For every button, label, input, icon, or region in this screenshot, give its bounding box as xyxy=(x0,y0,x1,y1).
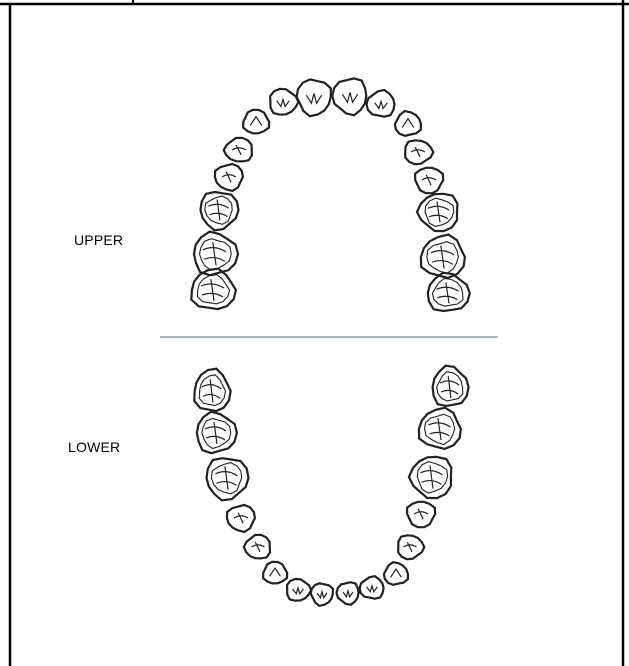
tooth-inner-ring xyxy=(417,462,447,493)
tooth-outline xyxy=(207,458,249,500)
lower-arch-label: LOWER xyxy=(68,439,120,455)
tooth-outline xyxy=(384,562,408,585)
upper-tooth-9-incisor xyxy=(332,78,366,115)
tooth-occlusal-detail xyxy=(209,200,229,221)
lower-tooth-6-canine xyxy=(263,562,287,584)
lower-tooth-4-premolar xyxy=(227,505,255,532)
tooth-outline xyxy=(395,111,421,136)
tooth-occlusal-detail xyxy=(306,93,321,103)
tooth-outline xyxy=(405,140,433,164)
tooth-occlusal-detail xyxy=(250,117,262,126)
tooth-occlusal-detail xyxy=(343,591,353,597)
lower-tooth-5-premolar xyxy=(244,535,270,559)
tooth-occlusal-detail xyxy=(234,513,248,523)
upper-arch-label: UPPER xyxy=(74,232,123,248)
tooth-occlusal-detail xyxy=(203,242,226,265)
tooth-occlusal-detail xyxy=(202,379,221,402)
upper-tooth-11-canine xyxy=(395,111,421,136)
tooth-occlusal-detail xyxy=(293,588,304,594)
tooth-occlusal-detail xyxy=(252,542,265,552)
upper-tooth-13-premolar xyxy=(415,168,443,193)
tooth-outline xyxy=(297,79,331,116)
tooth-occlusal-detail xyxy=(411,147,425,157)
tooth-occlusal-detail xyxy=(428,418,450,440)
tooth-occlusal-detail xyxy=(232,145,246,155)
tooth-occlusal-detail xyxy=(404,542,417,552)
tooth-inner-ring xyxy=(202,419,231,449)
lower-tooth-16-molar xyxy=(433,366,469,406)
tooth-outline xyxy=(398,535,424,559)
tooth-occlusal-detail xyxy=(414,509,428,519)
lower-tooth-2-molar xyxy=(197,412,237,454)
upper-tooth-3-molar xyxy=(201,192,239,230)
tooth-occlusal-detail xyxy=(342,92,357,102)
upper-tooth-4-premolar xyxy=(215,164,243,191)
tooth-outline xyxy=(243,110,269,134)
upper-tooth-10-incisor xyxy=(367,90,395,117)
upper-tooth-8-incisor xyxy=(297,79,331,116)
tooth-inner-ring xyxy=(200,239,232,271)
lower-tooth-13-premolar xyxy=(407,502,435,527)
tooth-outline xyxy=(201,192,239,230)
upper-tooth-2-molar xyxy=(194,232,238,276)
tooth-occlusal-detail xyxy=(436,283,458,304)
lower-tooth-10-incisor xyxy=(360,576,384,599)
tooth-outline xyxy=(263,562,287,584)
lower-tooth-11-canine xyxy=(384,562,408,585)
tooth-occlusal-detail xyxy=(215,466,237,489)
lower-tooth-15-molar xyxy=(419,408,461,449)
tooth-occlusal-detail xyxy=(270,568,281,576)
tooth-occlusal-detail xyxy=(402,119,414,128)
upper-arch xyxy=(191,78,470,311)
tooth-occlusal-detail xyxy=(422,175,436,185)
tooth-occlusal-detail xyxy=(201,279,224,301)
tooth-occlusal-detail xyxy=(205,422,226,444)
upper-tooth-7-incisor xyxy=(270,89,298,115)
tooth-occlusal-detail xyxy=(375,101,388,108)
lower-tooth-8-incisor xyxy=(311,583,333,606)
tooth-occlusal-detail xyxy=(391,569,402,577)
lower-tooth-9-incisor xyxy=(337,582,359,605)
lower-tooth-7-incisor xyxy=(287,579,311,601)
lower-tooth-3-molar xyxy=(207,458,249,500)
tooth-occlusal-detail xyxy=(367,586,378,592)
upper-tooth-14-molar xyxy=(417,194,457,231)
tooth-occlusal-detail xyxy=(431,245,454,268)
upper-tooth-6-canine xyxy=(243,110,269,134)
tooth-occlusal-detail xyxy=(440,376,459,398)
upper-tooth-15-molar xyxy=(421,235,465,278)
upper-tooth-5-premolar xyxy=(224,138,252,162)
tooth-occlusal-detail xyxy=(317,592,327,598)
tooth-occlusal-detail xyxy=(222,172,236,182)
tooth-occlusal-detail xyxy=(428,202,449,223)
lower-tooth-14-molar xyxy=(409,457,451,498)
lower-tooth-1-molar xyxy=(194,369,230,411)
tooth-occlusal-detail xyxy=(277,99,290,106)
tooth-occlusal-detail xyxy=(420,465,442,488)
upper-tooth-12-premolar xyxy=(405,140,433,164)
lower-tooth-12-premolar xyxy=(398,535,424,559)
lower-arch xyxy=(194,366,468,606)
